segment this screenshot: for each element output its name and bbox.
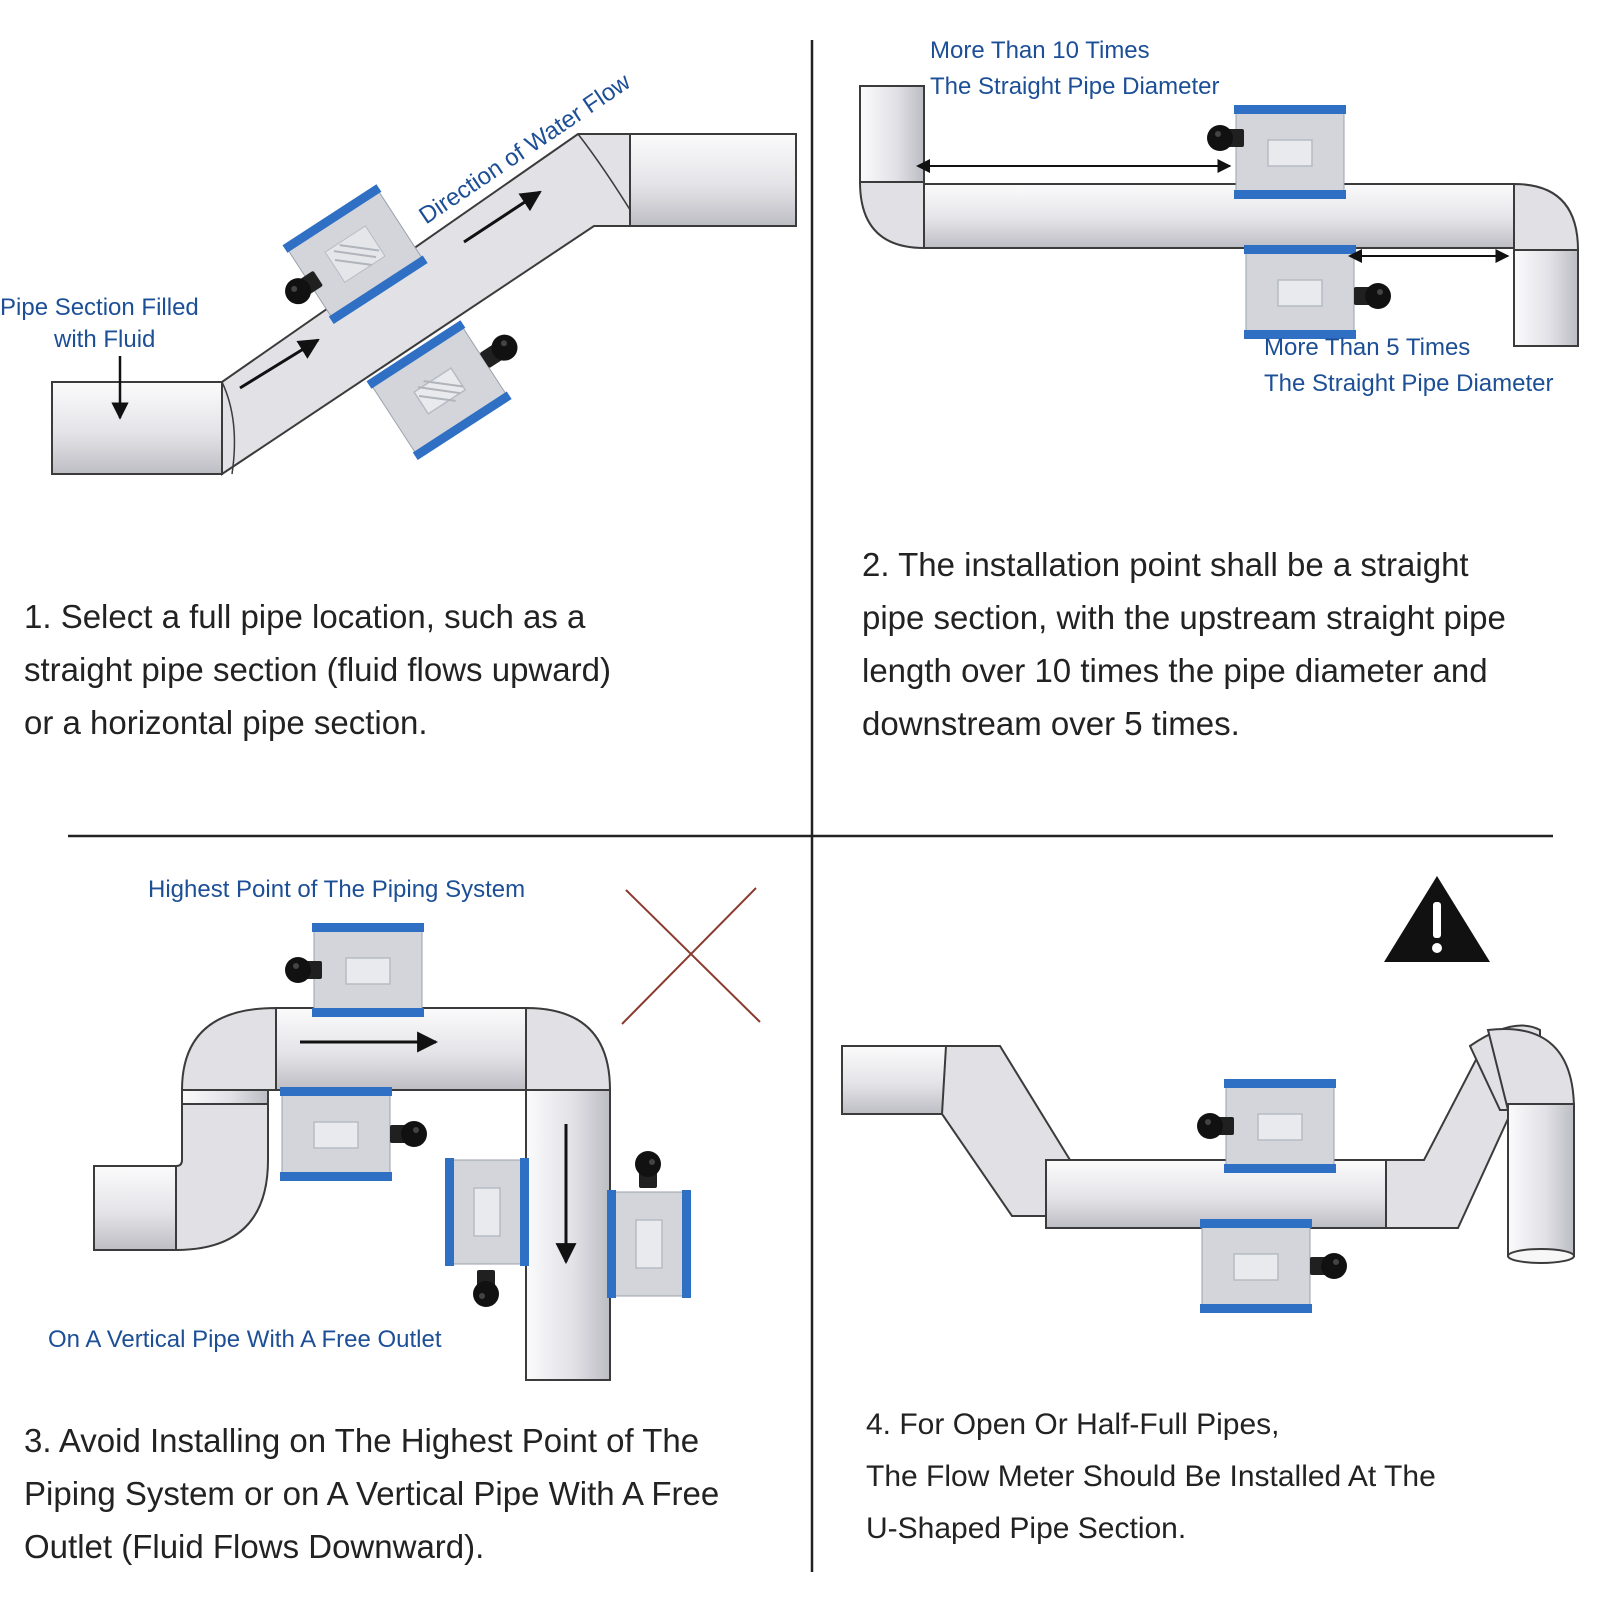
panel3-caption-line2: Piping System or on A Vertical Pipe With… [24,1475,720,1512]
panel2-upstream-label-line1: More Than 10 Times [930,37,1150,64]
panel4-top-meter [1197,1078,1337,1174]
panel3-vertical-right-meter [606,1151,692,1299]
panel3-under-meter [279,1086,427,1182]
panel4-pipe [841,1024,1576,1264]
panel1-caption-line2: straight pipe section (fluid flows upwar… [24,651,611,688]
panel1-caption-line1: 1. Select a full pipe location, such as … [24,598,586,635]
panel2-caption-line3: length over 10 times the pipe diameter a… [862,652,1488,689]
panel2-caption-line4: downstream over 5 times. [862,705,1240,742]
panel3-vertical-left-meter [444,1157,530,1307]
panel3-top-meter [285,922,425,1018]
panel3-highest-point-label: Highest Point of The Piping System [148,876,526,903]
panel3-vertical-pipe-label: On A Vertical Pipe With A Free Outlet [48,1326,442,1353]
panel2-downstream-label-line1: More Than 5 Times [1264,334,1471,361]
panel1-fill-label-line2: with Fluid [54,326,156,353]
panel2-downstream-label-line2: The Straight Pipe Diameter [1264,370,1554,397]
panel4-caption-line3: U-Shaped Pipe Section. [866,1512,1187,1545]
panel1-flow-arrow-upper [463,190,542,244]
panel2-caption-line2: pipe section, with the upstream straight… [862,599,1506,636]
warning-triangle-icon [1384,876,1490,962]
panel3-pipe [93,1006,612,1381]
panel4-caption-line2: The Flow Meter Should Be Installed At Th… [866,1460,1436,1493]
panel2-upstream-label-line2: The Straight Pipe Diameter [930,73,1220,100]
panel2-pipe [858,85,1580,347]
panel1-flow-arrow-lower [239,338,320,390]
panel2-lower-meter [1243,244,1391,340]
panel1-fill-label-line1: Pipe Section Filled [0,294,199,321]
cross-icon [621,887,761,1025]
panel3-caption-line3: Outlet (Fluid Flows Downward). [24,1528,485,1565]
panel1-caption-line3: or a horizontal pipe section. [24,704,428,741]
panel4-bottom-meter [1199,1218,1347,1314]
panel1-upper-meter [280,183,429,325]
panel4-caption-line1: 4. For Open Or Half-Full Pipes, [866,1408,1280,1441]
panel2-caption-line1: 2. The installation point shall be a str… [862,546,1469,583]
panel1-pipe [51,133,797,476]
panel1-lower-meter [365,319,523,461]
panel3-caption-line1: 3. Avoid Installing on The Highest Point… [24,1422,700,1459]
